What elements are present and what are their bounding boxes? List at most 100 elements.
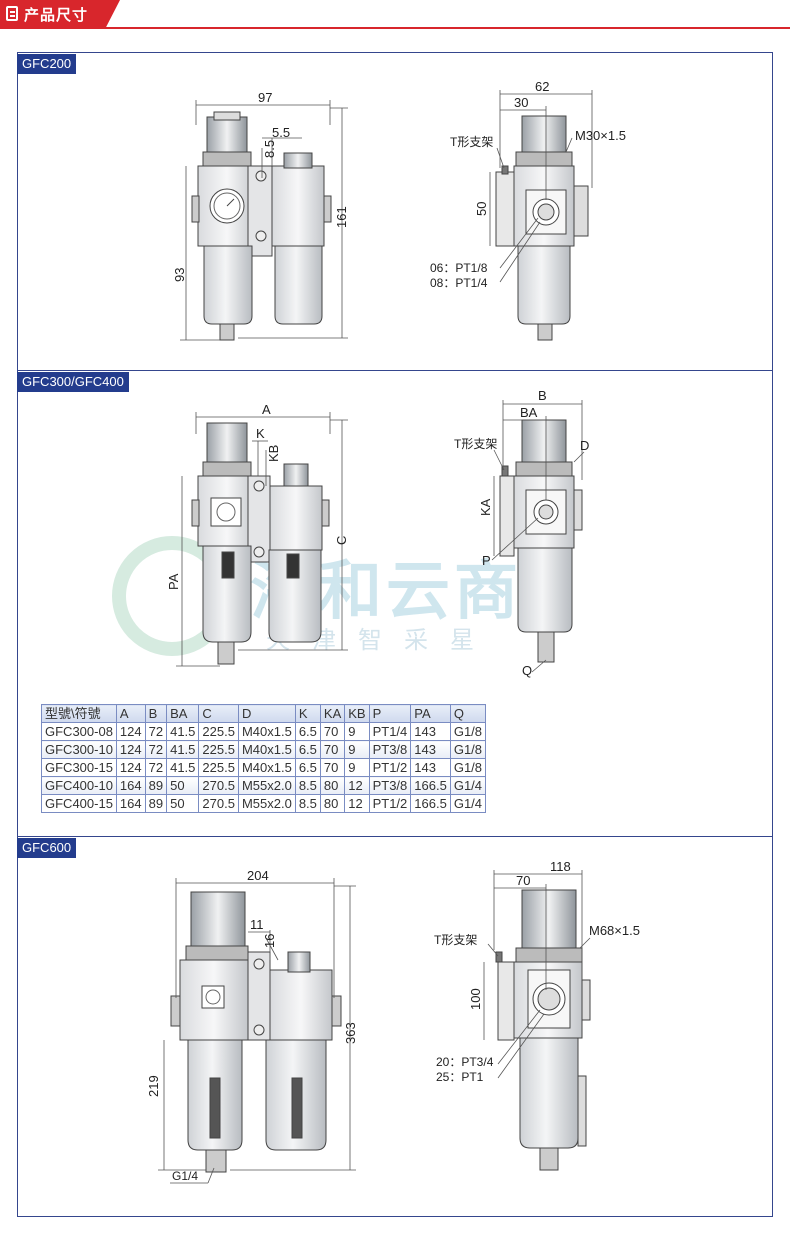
gfc600-side-ba-label: 70 xyxy=(516,873,530,888)
table-cell: GFC400-15 xyxy=(41,794,117,813)
gfc200-k-label: 5.5 xyxy=(272,125,290,140)
table-cell: M40x1.5 xyxy=(237,740,296,759)
table-cell: PT1/2 xyxy=(368,794,412,813)
table-cell: 41.5 xyxy=(166,740,200,759)
gfc200-front-view xyxy=(191,111,332,341)
header-title: 产品尺寸 xyxy=(24,6,89,24)
table-cell: 225.5 xyxy=(198,722,239,741)
gfc200-port2-label: 08：PT1/4 xyxy=(430,276,488,290)
table-cell: G1/4 xyxy=(449,794,487,813)
table-cell: 72 xyxy=(144,758,168,777)
table-cell: 124 xyxy=(115,722,146,741)
gfc200-pa-label: 93 xyxy=(172,268,187,282)
section-label-gfc600: GFC600 xyxy=(17,838,77,858)
table-cell: 124 xyxy=(115,740,146,759)
section-header: 产品尺寸 xyxy=(0,0,790,30)
table-cell: 225.5 xyxy=(198,740,239,759)
gfc600-port2-label: 25：PT1 xyxy=(436,1070,484,1084)
gfc300-c-label: C xyxy=(334,536,349,545)
gfc600-height-label: 363 xyxy=(343,1022,358,1044)
table-cell: 80 xyxy=(319,776,346,795)
table-cell: 143 xyxy=(410,758,451,777)
table-cell: 70 xyxy=(319,740,346,759)
gfc600-side-view xyxy=(495,889,591,1171)
gfc600-g-label: G1/4 xyxy=(172,1169,198,1183)
gfc600-width-label: 204 xyxy=(247,868,269,883)
table-cell: PT3/8 xyxy=(368,740,412,759)
gfc600-front-dimensions xyxy=(158,878,356,1184)
table-cell: G1/8 xyxy=(449,740,487,759)
gfc300-a-label: A xyxy=(262,402,271,417)
table-cell: 143 xyxy=(410,740,451,759)
gfc300-side-dimensions xyxy=(491,400,585,673)
table-cell: 50 xyxy=(166,794,200,813)
table-cell: 8.5 xyxy=(294,794,321,813)
table-cell: 80 xyxy=(319,794,346,813)
gfc600-pa-label: 219 xyxy=(146,1075,161,1097)
gfc600-k-label: 11 xyxy=(250,917,264,932)
gfc300-kb-label: KB xyxy=(266,445,281,462)
table-header-cell: B xyxy=(144,704,168,723)
gfc200-height-label: 161 xyxy=(334,206,349,228)
table-header-cell: BA xyxy=(166,704,200,723)
table-cell: 72 xyxy=(144,740,168,759)
gfc600-kb-label: 16 xyxy=(262,934,277,948)
table-cell: 9 xyxy=(344,722,370,741)
table-cell: 70 xyxy=(319,758,346,777)
gfc200-front-dimensions xyxy=(180,100,348,341)
table-cell: 6.5 xyxy=(294,758,321,777)
gfc200-side-dimensions xyxy=(489,90,593,283)
table-cell: 143 xyxy=(410,722,451,741)
gfc200-thread-label: M30×1.5 xyxy=(575,128,626,143)
table-cell: 9 xyxy=(344,758,370,777)
table-cell: GFC300-08 xyxy=(41,722,117,741)
gfc600-bracket-label: T形支架 xyxy=(434,933,477,947)
table-cell: 166.5 xyxy=(410,794,451,813)
table-cell: 164 xyxy=(115,794,146,813)
gfc300-b-label: B xyxy=(538,388,547,403)
table-cell: 166.5 xyxy=(410,776,451,795)
table-cell: 124 xyxy=(115,758,146,777)
gfc300-bracket-label: T形支架 xyxy=(454,437,497,451)
gfc600-front-view xyxy=(170,891,342,1173)
table-cell: PT1/2 xyxy=(368,758,412,777)
table-header-cell: P xyxy=(368,704,412,723)
gfc200-side-b-label: 62 xyxy=(535,79,549,94)
header-rule xyxy=(0,27,790,29)
gfc200-bracket-label: T形支架 xyxy=(450,135,493,149)
table-cell: 270.5 xyxy=(198,776,239,795)
gfc300-q-label: Q xyxy=(522,663,532,678)
table-cell: 12 xyxy=(344,794,370,813)
table-cell: PT3/8 xyxy=(368,776,412,795)
document-icon xyxy=(6,6,18,21)
table-cell: M55x2.0 xyxy=(237,794,296,813)
table-cell: 6.5 xyxy=(294,722,321,741)
table-cell: 70 xyxy=(319,722,346,741)
gfc300-side-view xyxy=(499,419,583,663)
table-cell: 8.5 xyxy=(294,776,321,795)
gfc300-front-dimensions xyxy=(176,412,348,667)
table-cell: PT1/4 xyxy=(368,722,412,741)
table-cell: 225.5 xyxy=(198,758,239,777)
table-cell: 41.5 xyxy=(166,758,200,777)
table-header-cell: A xyxy=(115,704,146,723)
gfc600-side-b-label: 118 xyxy=(550,859,571,874)
gfc200-port1-label: 06：PT1/8 xyxy=(430,261,488,275)
table-cell: G1/8 xyxy=(449,722,487,741)
table-cell: 89 xyxy=(144,794,168,813)
table-header-cell: D xyxy=(237,704,296,723)
gfc300-ka-label: KA xyxy=(478,498,493,516)
table-cell: G1/8 xyxy=(449,758,487,777)
gfc600-ka-label: 100 xyxy=(468,988,483,1010)
gfc300-pa-label: PA xyxy=(166,573,181,590)
table-header-cell: 型號\符號 xyxy=(41,704,117,723)
table-cell: M40x1.5 xyxy=(237,758,296,777)
section-divider xyxy=(17,836,773,837)
